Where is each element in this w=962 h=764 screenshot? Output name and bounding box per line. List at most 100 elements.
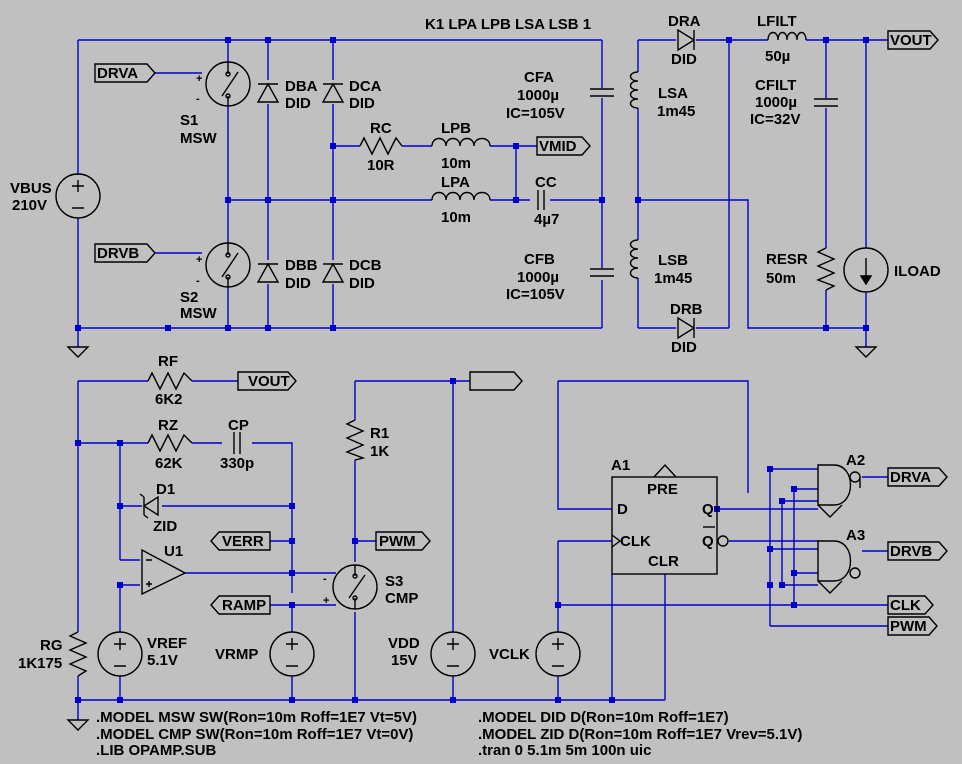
label-labels-cmp: CMP — [385, 590, 418, 607]
label-labels-l1m45: 1m45 — [657, 103, 695, 120]
label-labels-rz: RZ — [158, 417, 178, 434]
ground-symbols — [66, 328, 878, 731]
label-labels-clr: CLR — [648, 553, 679, 570]
label-labels-ic32: IC=32V — [750, 111, 800, 128]
label-flags-clk: CLK — [890, 597, 921, 614]
label-labels-rg_val: 1K175 — [18, 655, 62, 672]
flag-pwm-shape — [375, 531, 431, 551]
label-labels-ic105: IC=105V — [506, 105, 565, 122]
label-labels-d: D — [617, 501, 628, 518]
flag-verr-shape — [210, 531, 271, 551]
diode-dra — [677, 28, 696, 52]
resistor-rg — [68, 631, 88, 677]
current-source-iload — [843, 247, 889, 293]
label-labels-a2: A2 — [846, 452, 865, 469]
schematic-title: K1 LPA LPB LSA LSB 1 — [425, 16, 591, 33]
label-labels-lfilt: LFILT — [757, 13, 797, 30]
resistor-r1 — [345, 419, 366, 461]
label-labels-dra: DRA — [668, 13, 701, 30]
label-flags-drva: DRVA — [890, 469, 931, 486]
labels: K1 LPA LPB LSA LSB 1 DRVA DRVB VMID VOUT… — [10, 13, 941, 759]
label-flags-vout: VOUT — [248, 373, 290, 390]
flag-vout2-shape — [237, 371, 297, 391]
label-flags-ramp: RAMP — [222, 597, 266, 614]
inductor-lpa — [431, 191, 491, 201]
net-flags — [94, 30, 948, 636]
label-labels-resr: RESR — [766, 251, 808, 268]
label-flags-drvb: DRVB — [97, 245, 139, 262]
diode-dca — [321, 82, 345, 103]
label-labels-zid: ZID — [153, 518, 177, 535]
label-labels-s2: S2 — [180, 289, 198, 306]
label-labels-did: DID — [349, 95, 375, 112]
label-labels-did: DID — [671, 51, 697, 68]
directive-tran: .tran 0 5.1m 5m 100n uic — [478, 742, 651, 759]
capacitor-cc — [537, 190, 545, 210]
vdd-source — [430, 631, 476, 677]
directive-cmp: .MODEL CMP SW(Ron=10m Roff=1E7 Vt=0V) — [96, 726, 413, 743]
resistor-rc — [359, 136, 403, 156]
capacitor-cfa — [590, 88, 614, 97]
opamp-u1 — [141, 548, 187, 596]
label-labels-did: DID — [285, 95, 311, 112]
label-labels-vbus: VBUS — [10, 180, 52, 197]
label-labels-rz_val: 62K — [155, 455, 183, 472]
inductor-lsb — [629, 239, 639, 279]
label-labels-qb: Q — [702, 533, 714, 550]
label-labels-lsa: LSA — [658, 85, 688, 102]
gate-a2 — [817, 464, 861, 518]
label-labels-dca: DCA — [349, 78, 382, 95]
label-labels-vrmp: VRMP — [215, 646, 258, 663]
label-labels-minus: - — [323, 573, 327, 585]
label-labels-ic105: IC=105V — [506, 286, 565, 303]
zener-d1 — [139, 493, 159, 519]
directive-did: .MODEL DID D(Ron=10m Roff=1E7) — [478, 709, 729, 726]
diode-dbb — [256, 262, 280, 283]
label-labels-lfilt_val: 50µ — [765, 48, 790, 65]
label-labels-r10r: 10R — [367, 157, 395, 174]
label-labels-cfb: CFB — [524, 251, 555, 268]
label-labels-vdd_val: 15V — [391, 652, 418, 669]
label-labels-d1: D1 — [156, 481, 175, 498]
flag-drva-shape — [94, 63, 156, 83]
vclk-source — [535, 631, 581, 677]
label-labels-cc_val: 4µ7 — [534, 211, 559, 228]
label-labels-rf_val: 6K2 — [155, 391, 183, 408]
flag-drvb-out-shape — [887, 541, 948, 561]
label-labels-q: Q — [702, 501, 714, 518]
label-labels-pre: PRE — [647, 481, 678, 498]
label-labels-s3: S3 — [385, 573, 403, 590]
label-labels-cfa: CFA — [524, 69, 554, 86]
capacitor-cp — [233, 432, 241, 454]
label-labels-a3: A3 — [846, 527, 865, 544]
label-labels-iload: ILOAD — [894, 263, 941, 280]
label-labels-a1: A1 — [611, 457, 630, 474]
label-labels-c1000u: 1000µ — [517, 87, 559, 104]
label-labels-msw: MSW — [180, 305, 218, 322]
label-labels-vref_val: 5.1V — [147, 652, 178, 669]
flag-vout-shape — [887, 30, 939, 50]
diode-dcb — [321, 262, 345, 283]
label-flags-vmid: VMID — [539, 138, 577, 155]
label-labels-c1000u: 1000µ — [517, 269, 559, 286]
label-labels-s1: S1 — [180, 112, 198, 129]
directive-lib: .LIB OPAMP.SUB — [96, 742, 216, 759]
label-labels-r1_val: 1K — [370, 443, 389, 460]
diode-drb — [677, 316, 696, 340]
flag-vmid-shape — [536, 136, 591, 156]
label-labels-lsb: LSB — [658, 252, 688, 269]
label-labels-c1000u: 1000µ — [755, 94, 797, 111]
resistor-rz — [147, 433, 193, 453]
label-labels-drb: DRB — [670, 301, 703, 318]
label-labels-vref: VREF — [147, 635, 187, 652]
vref-source — [97, 631, 143, 677]
flag-pwm2-shape — [887, 616, 938, 636]
flag-vdd-shape — [469, 371, 523, 391]
label-labels-rf: RF — [158, 353, 178, 370]
label-labels-vbus_val: 210V — [12, 197, 47, 214]
label-flags-pwm: PWM — [379, 533, 416, 550]
label-labels-rg: RG — [40, 637, 63, 654]
directive-msw: .MODEL MSW SW(Ron=10m Roff=1E7 Vt=5V) — [96, 709, 417, 726]
directive-zid: .MODEL ZID D(Ron=10m Roff=1E7 Vrev=5.1V) — [478, 726, 802, 743]
